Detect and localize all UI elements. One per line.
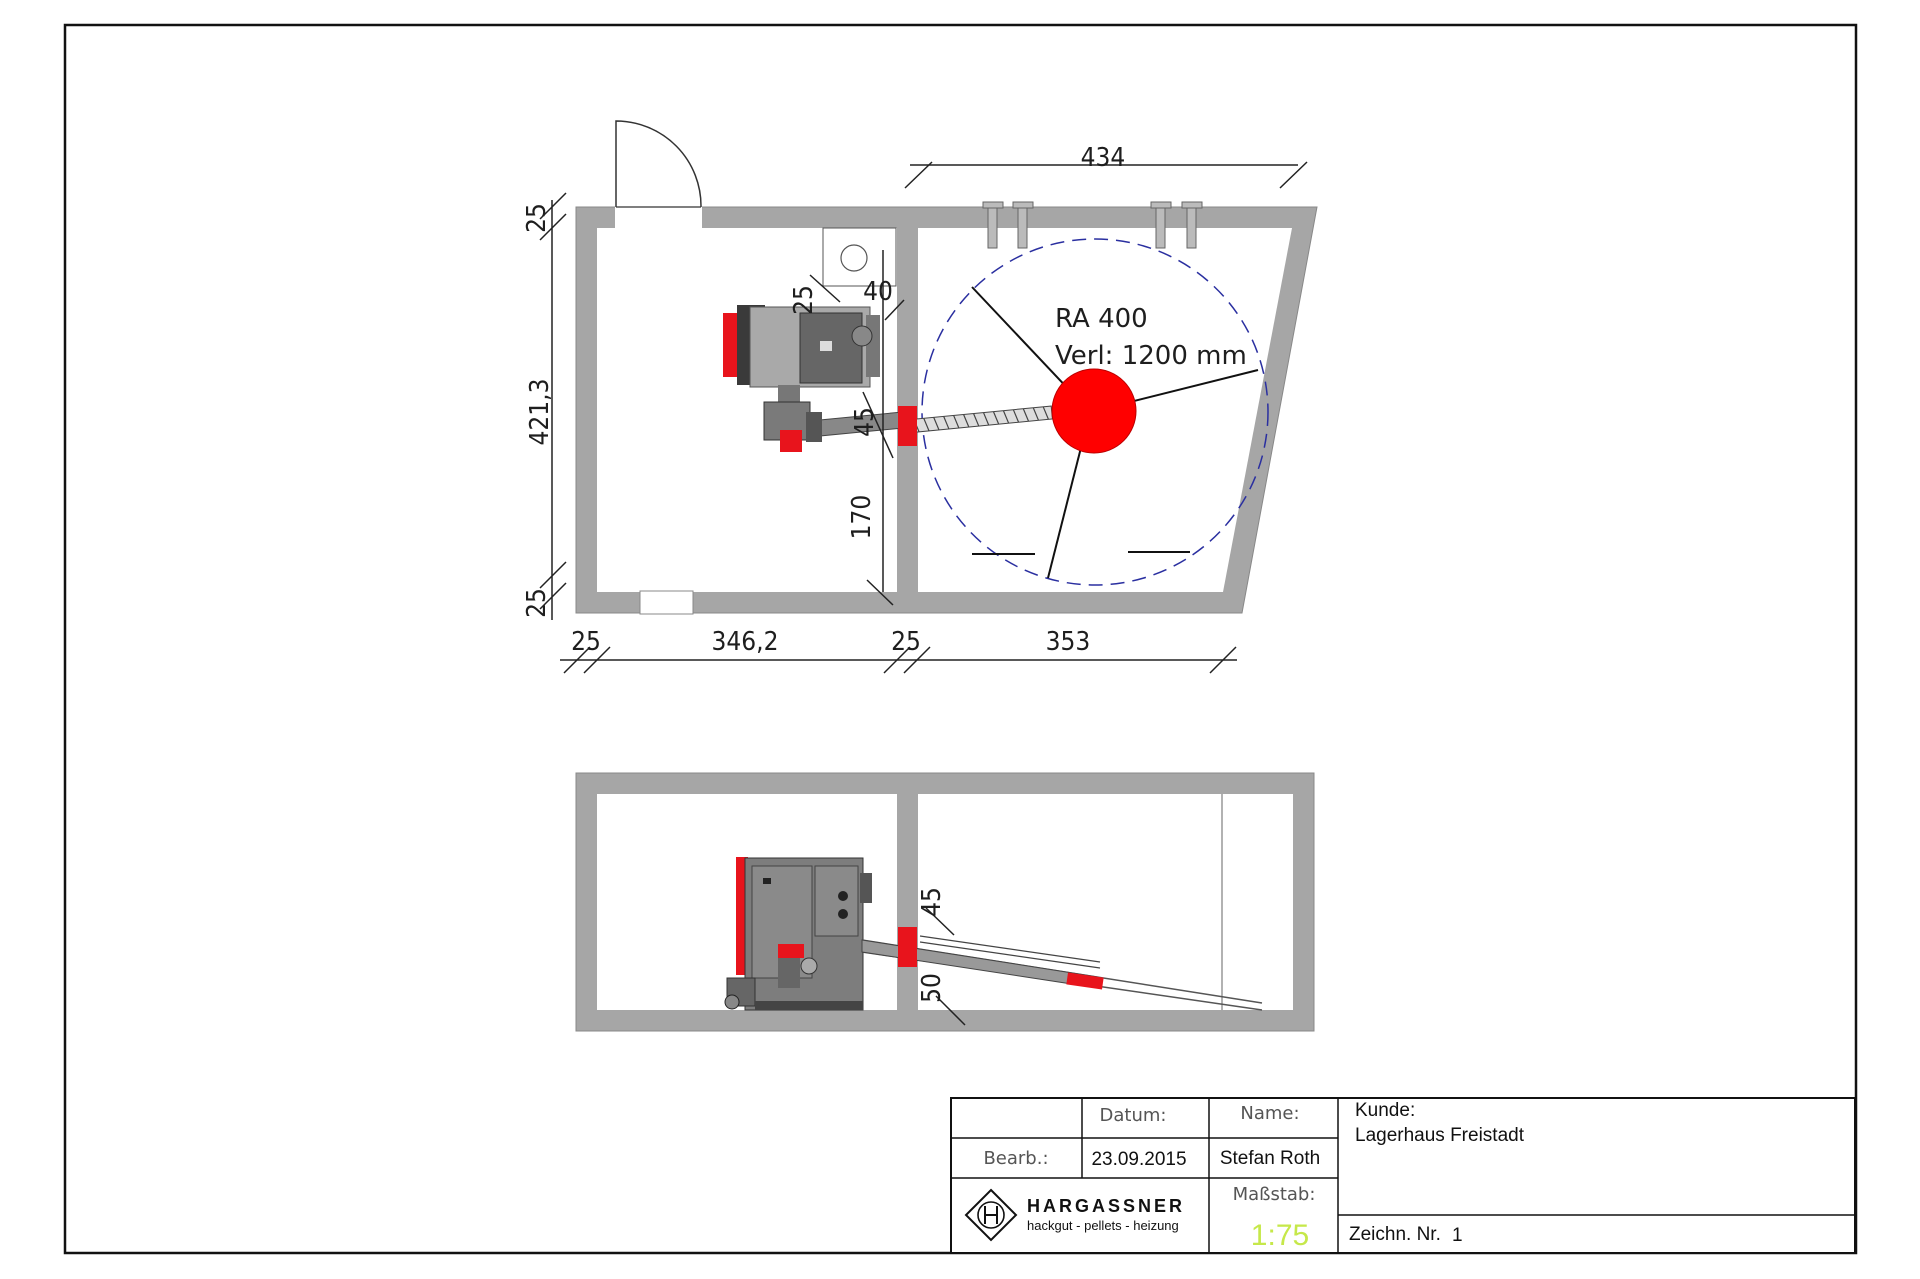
logo-diamond-icon <box>964 1188 1018 1242</box>
dim-dist-170: 170 <box>847 495 877 540</box>
agitator-reach-circle <box>921 238 1269 586</box>
zeichn-label: Zeichn. Nr. <box>1349 1224 1441 1245</box>
title-block: Datum: Name: Bearb.: 23.09.2015 Stefan R… <box>950 1097 1856 1254</box>
kunde-value: Lagerhaus Freistadt <box>1355 1125 1525 1146</box>
logo-brand: HARGASSNER <box>1027 1196 1185 1216</box>
dim-left-wall-bottom: 25 <box>522 588 552 618</box>
datum-label: Datum: <box>1100 1105 1167 1126</box>
section-dim-50: 50 <box>917 973 947 1003</box>
name-value: Stefan Roth <box>1220 1148 1320 1169</box>
bearb-label: Bearb.: <box>983 1148 1048 1169</box>
logo-slogan: hackgut - pellets - heizung <box>1027 1218 1179 1233</box>
dim-bottom-wall-left: 25 <box>571 627 601 657</box>
dim-bottom-wall-mid: 25 <box>891 627 921 657</box>
floor-plan: 434 421,3 25 25 25 346,2 25 353 25 40 45… <box>522 120 1318 674</box>
section-wall-passage <box>898 927 917 967</box>
agitator-hub <box>1051 368 1137 454</box>
date-value: 23.09.2015 <box>1091 1149 1186 1170</box>
dim-bottom-room-right: 353 <box>1046 627 1091 657</box>
scale-label: Maßstab: <box>1233 1184 1316 1205</box>
door-opening <box>615 206 702 229</box>
section-room-right <box>918 794 1293 1010</box>
agitator-length-label: Verl: 1200 mm <box>1055 341 1247 371</box>
plan-dimension-lines <box>539 161 1308 674</box>
dim-top-overall: 434 <box>1081 143 1126 173</box>
boiler-top-view <box>723 305 880 452</box>
name-label: Name: <box>1240 1103 1299 1124</box>
section-dim-45: 45 <box>917 887 947 917</box>
section-dimension-lines <box>925 907 966 1026</box>
section-conveyor <box>861 935 1263 1011</box>
window-opening <box>639 590 694 615</box>
dim-wall-45: 45 <box>850 407 880 437</box>
boiler-side-view <box>724 857 872 1011</box>
chimney-box <box>822 227 897 287</box>
dim-bottom-room-left: 346,2 <box>712 627 779 657</box>
dim-boiler-gap-25: 25 <box>789 285 819 315</box>
door-swing <box>615 120 702 208</box>
vent-pipes <box>982 201 1203 249</box>
scale-value: 1:75 <box>1251 1219 1309 1252</box>
chimney-flue <box>840 244 868 272</box>
zeichn-value: 1 <box>1452 1225 1463 1246</box>
hargassner-logo: HARGASSNER hackgut - pellets - heizung <box>964 1188 1185 1242</box>
section-view: 45 50 <box>575 772 1315 1032</box>
title-block-frame <box>950 1097 1856 1254</box>
dim-boiler-gap-40: 40 <box>863 277 893 307</box>
agitator-type-label: RA 400 <box>1055 304 1148 334</box>
plan-room-left <box>597 228 897 592</box>
wall-passage <box>898 406 917 446</box>
dim-left-height: 421,3 <box>525 379 555 446</box>
kunde-label: Kunde: <box>1355 1100 1415 1121</box>
dim-left-wall-top: 25 <box>522 203 552 233</box>
